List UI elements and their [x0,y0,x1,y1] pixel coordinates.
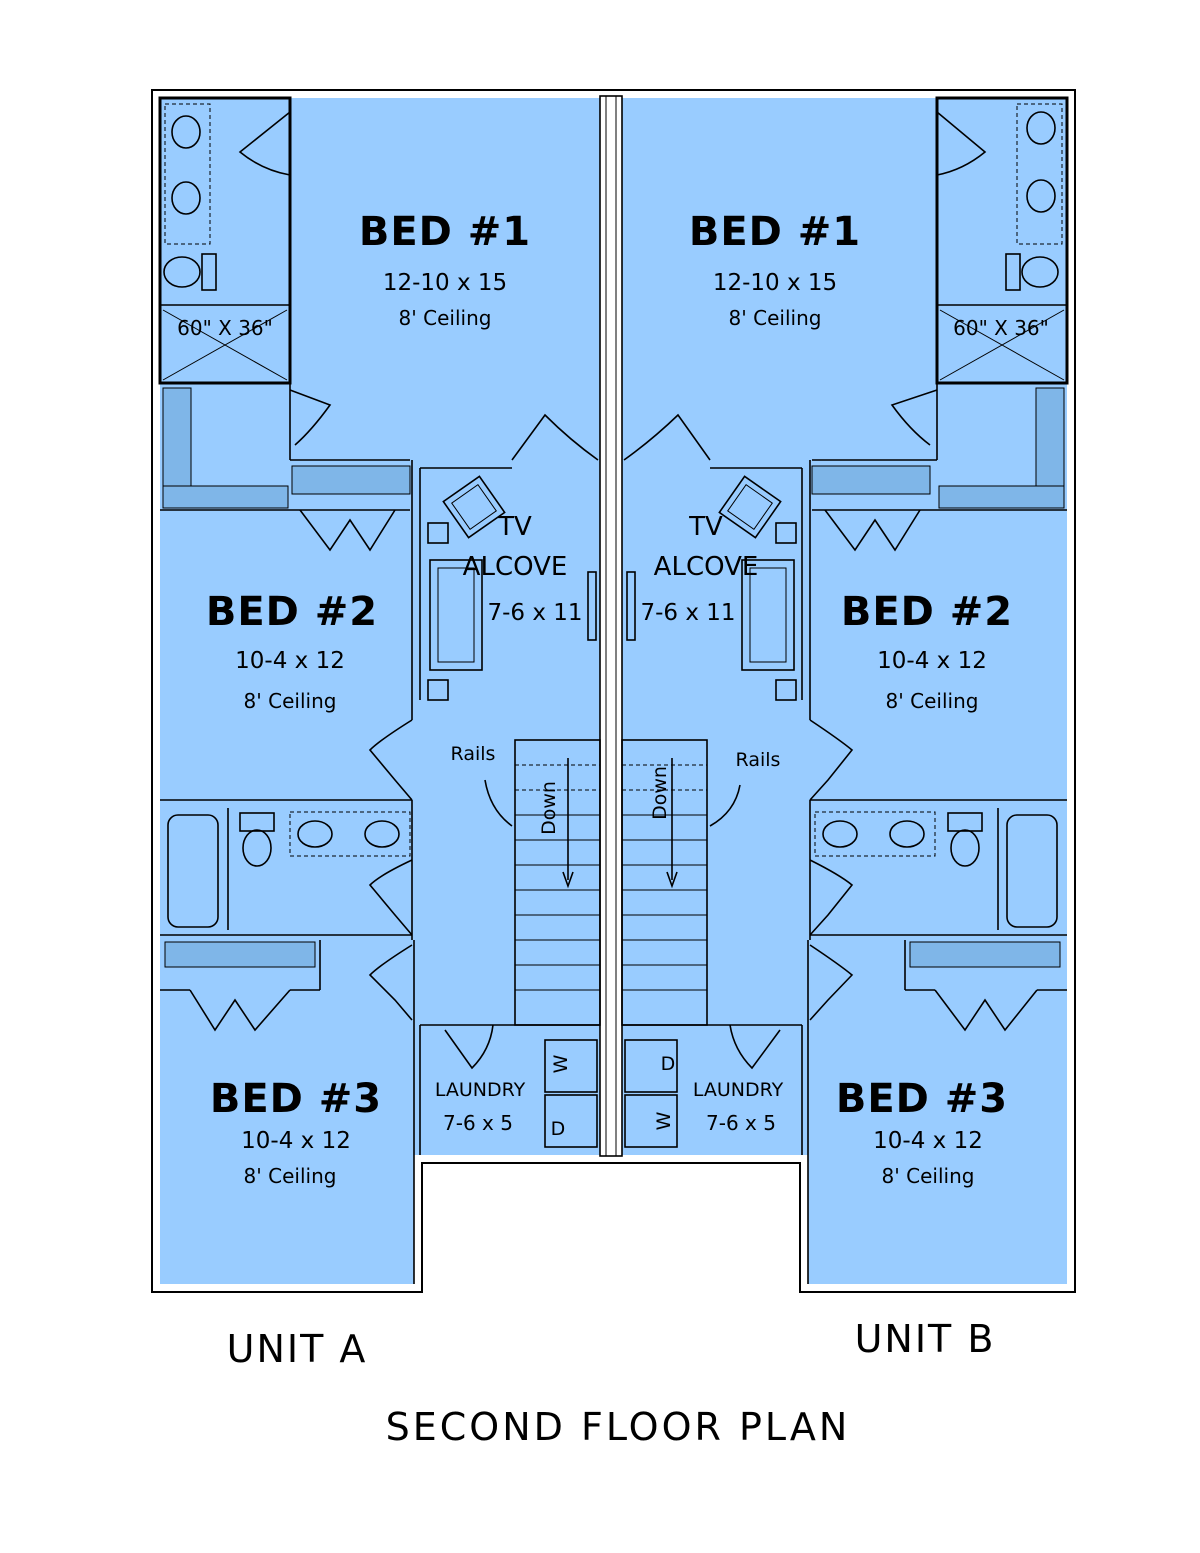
unit-a-bed2-name: BED #2 [206,589,378,635]
unit-a-laundry-size: 7-6 x 5 [443,1111,513,1135]
unit-a-bed3-size: 10-4 x 12 [241,1128,351,1154]
plan-title: SECOND FLOOR PLAN [386,1405,851,1449]
unit-b-bed1-name: BED #1 [689,209,861,255]
unit-b-laundry-size: 7-6 x 5 [706,1111,776,1135]
unit-b-walls [621,96,1069,1284]
unit-a-laundry-name: LAUNDRY [435,1079,526,1101]
unit-b-bed1-ceiling: 8' Ceiling [729,306,822,330]
unit-b-label: UNIT B [855,1317,996,1361]
unit-b-dryer-label: D [661,1053,676,1075]
unit-a-tv-label-1: TV [497,512,532,542]
unit-a-walls [158,96,601,1284]
unit-a-label: UNIT A [227,1327,368,1371]
unit-a-dryer-label: D [551,1118,566,1140]
unit-b-bed2-name: BED #2 [841,589,1013,635]
unit-b-master-bath [939,103,1065,381]
unit-b-tv-label-2: ALCOVE [654,552,759,582]
unit-a-bed3-name: BED #3 [210,1076,382,1122]
unit-b-tv-size: 7-6 x 11 [640,600,735,626]
unit-a-tv-label-2: ALCOVE [463,552,568,582]
unit-a-bed1-size: 12-10 x 15 [383,270,507,296]
unit-b-bed3-size: 10-4 x 12 [873,1128,983,1154]
unit-b-washer-label: W [653,1111,675,1130]
unit-b-bed3-name: BED #3 [836,1076,1008,1122]
unit-b-bed2-size: 10-4 x 12 [877,648,987,674]
party-wall [599,95,623,1157]
unit-a-bed3-ceiling: 8' Ceiling [244,1164,337,1188]
door-swings [189,111,1038,1070]
unit-b-furniture [626,475,797,701]
unit-a-rails-label: Rails [451,743,496,765]
unit-b-stair-treads [622,758,741,991]
unit-b-tv-label-1: TV [688,512,723,542]
unit-a-master-bath [162,103,288,381]
unit-a-furniture [427,475,597,701]
unit-b-labels: BED #1 12-10 x 15 8' Ceiling 60" X 36" T… [640,209,1048,1361]
unit-a-bed1-name: BED #1 [359,209,531,255]
unit-a-tv-size: 7-6 x 11 [487,600,582,626]
unit-a-stair-label: Down [538,781,560,835]
unit-a-bed2-size: 10-4 x 12 [235,648,345,674]
unit-a-bed1-ceiling: 8' Ceiling [399,306,492,330]
unit-b-laundry-name: LAUNDRY [693,1079,784,1101]
unit-a-washer-label: W [550,1054,572,1073]
unit-b-bed1-size: 12-10 x 15 [713,270,837,296]
unit-b-stair-label: Down [649,766,671,820]
unit-a-stair-treads [484,758,600,991]
unit-b-rails-label: Rails [736,749,781,771]
unit-b-bed2-ceiling: 8' Ceiling [886,689,979,713]
unit-a-bed2-ceiling: 8' Ceiling [244,689,337,713]
unit-a-shower-label: 60" X 36" [177,316,273,340]
unit-b-bed3-ceiling: 8' Ceiling [882,1164,975,1188]
unit-b-shower-label: 60" X 36" [953,316,1049,340]
unit-a-labels: BED #1 12-10 x 15 8' Ceiling 60" X 36" T… [177,209,582,1371]
